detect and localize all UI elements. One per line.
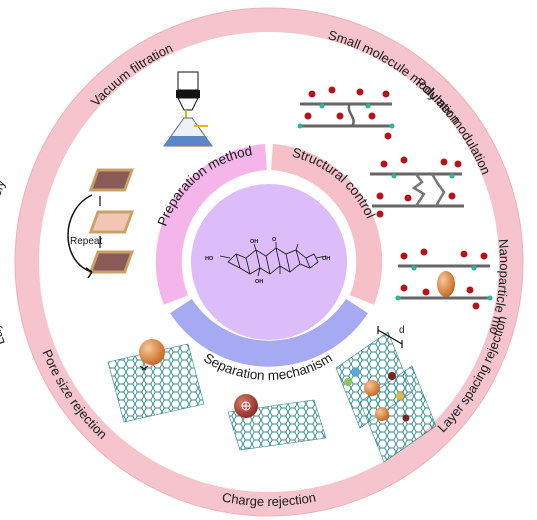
label-layer-by-layer: Layer by layer self-assembly <box>0 177 8 347</box>
label-pore-size-rejection: Pore size rejection <box>39 347 110 442</box>
layer-spacing-sheets-icon <box>335 326 437 463</box>
polymer-chain-icon <box>370 156 464 218</box>
label-layer-spacing-rejection: Layer spacing rejection <box>434 314 509 435</box>
label-oh-bottom: OH <box>255 279 263 285</box>
label-oh-top: OH <box>250 239 258 245</box>
outer-ring <box>15 8 523 516</box>
nanoparticle-chain-icon <box>395 248 493 310</box>
d-label: d <box>399 325 405 336</box>
repeat-label: Repeat <box>70 236 102 247</box>
vacuum-filtration-flask-icon <box>163 71 213 147</box>
label-ho-left: HO <box>205 256 214 262</box>
label-o-top: O <box>272 237 277 243</box>
segment-preparation-method <box>155 144 268 305</box>
small-molecule-chain-icon <box>297 86 395 140</box>
layer-stack-icon <box>67 168 135 279</box>
label-oh-right: OH <box>322 256 330 262</box>
charge-rejection-sheet-icon <box>227 394 327 451</box>
pore-size-sheet-icon <box>107 339 205 423</box>
segment-structural-control <box>270 144 383 305</box>
segment-separation-mechanism <box>170 298 368 367</box>
graphene-oxide-structure-icon <box>219 242 327 277</box>
graphene-oxide-core <box>191 184 347 340</box>
label-charge-rejection: Charge rejection <box>221 490 317 509</box>
